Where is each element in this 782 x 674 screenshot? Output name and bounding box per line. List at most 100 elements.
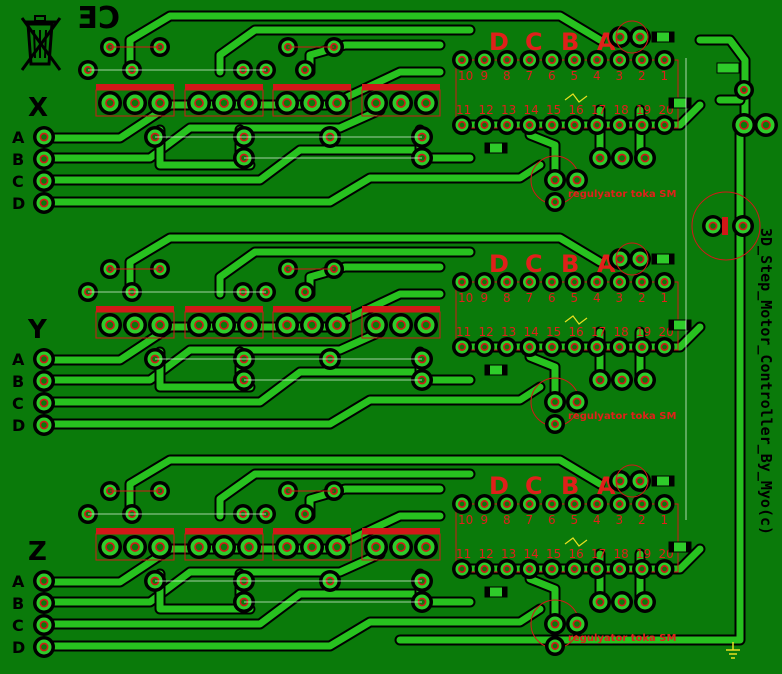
pin-number-top: 7 [526,69,534,83]
connector-pin [564,337,585,357]
transistor-pin [389,91,413,115]
capacitor-pin [732,215,754,237]
connector-pin [497,272,517,292]
phase-b-trace-fill [40,328,384,384]
transistor-pin [237,535,261,559]
connector-pin [654,494,675,514]
phase-c-trace-fill [40,146,424,184]
pin-number-top: 6 [548,513,556,527]
transistor-pin [98,535,122,559]
connector-pin [587,50,607,70]
connector-pin [654,115,675,135]
pin-number-top: 1 [661,513,669,527]
top-bus-trace-fill [126,12,604,76]
pin-number-bottom: 16 [569,103,584,117]
phase-pad-d [33,192,55,214]
phase-label-d: D [12,194,25,213]
pin-number-bottom: 14 [524,325,539,339]
regulator-pin [545,414,565,434]
regulator-trace-fill [526,353,559,406]
connector-pin [632,559,652,579]
zener-symbol [564,315,588,325]
component-pad [295,504,315,524]
trimmer-pad [609,248,631,270]
pin-number-bottom: 12 [479,325,494,339]
transistor-1 [95,306,175,339]
phase-pad-d [33,414,55,436]
pin-number-bottom: 11 [456,103,471,117]
transistor-pin [187,535,211,559]
pin-number-bottom: 14 [524,547,539,561]
transistor-pin [325,91,349,115]
connector-pin [609,494,630,514]
regulator-pin [545,192,565,212]
pin-number-top: 5 [571,291,579,305]
transistor-2 [184,306,264,339]
pin-number-top: 5 [571,69,579,83]
phase-label-b: B [12,594,24,613]
connector-pin [587,115,607,135]
connector-letter-c: C [525,28,543,56]
phase-label-d: D [12,638,25,657]
regulator-pin [544,391,566,413]
transistor-pin [148,313,172,337]
phase-label-a: A [12,572,25,591]
phase-label-b: B [12,372,24,391]
transistor-pin [325,535,349,559]
pin-number-top: 8 [503,513,511,527]
axis-label: X [28,93,48,123]
connector-pin [609,50,630,70]
gate-trace-fill [216,26,474,76]
phase-d-trace-fill [40,161,544,206]
transistor-pin [148,91,172,115]
connector-pin [497,494,517,514]
connector-pin [542,337,562,357]
connector-pin [609,115,630,135]
connector-pin [587,559,607,579]
connector-letter-b: B [561,472,579,500]
zener-symbol [564,537,588,547]
pin-number-top: 10 [458,513,473,527]
ground-icon [726,642,740,659]
connector-pin [564,494,585,514]
connector-pin [632,494,652,514]
transistor-pin [414,535,438,559]
transistor-pin [300,91,324,115]
phase-label-c: C [12,616,24,635]
transistor-1 [95,84,175,117]
pin-number-top: 2 [638,69,646,83]
top-bus-trace-fill [126,456,604,520]
phase-c-trace-fill [40,368,424,406]
connector-pin [609,272,630,292]
connector-pin [519,50,540,70]
component-pad [295,282,315,302]
transistor-4 [361,84,441,117]
pin-number-bottom: 11 [456,325,471,339]
connector-pin [519,494,540,514]
axis-label: Y [27,315,48,345]
phase-pad-c [33,392,55,414]
connector-pin [564,50,585,70]
gate-trace-fill [216,248,474,298]
connector-pin [632,50,652,70]
connector-letter-b: B [561,250,579,278]
regulator-trace-fill [526,131,559,184]
connector-letter-d: D [489,250,509,278]
transistor-pin [98,91,122,115]
connector-pin [654,50,675,70]
connector-pin [474,559,495,579]
transistor-pin [237,91,261,115]
smd-resistor [484,364,508,376]
connector-letter-c: C [525,472,543,500]
phase-label-d: D [12,416,25,435]
connector-pin [587,494,607,514]
transistor-pin [414,91,438,115]
power-pad [734,80,754,100]
connector-pin [519,337,540,357]
pin-number-top: 3 [616,513,624,527]
smd-resistor [651,31,675,43]
